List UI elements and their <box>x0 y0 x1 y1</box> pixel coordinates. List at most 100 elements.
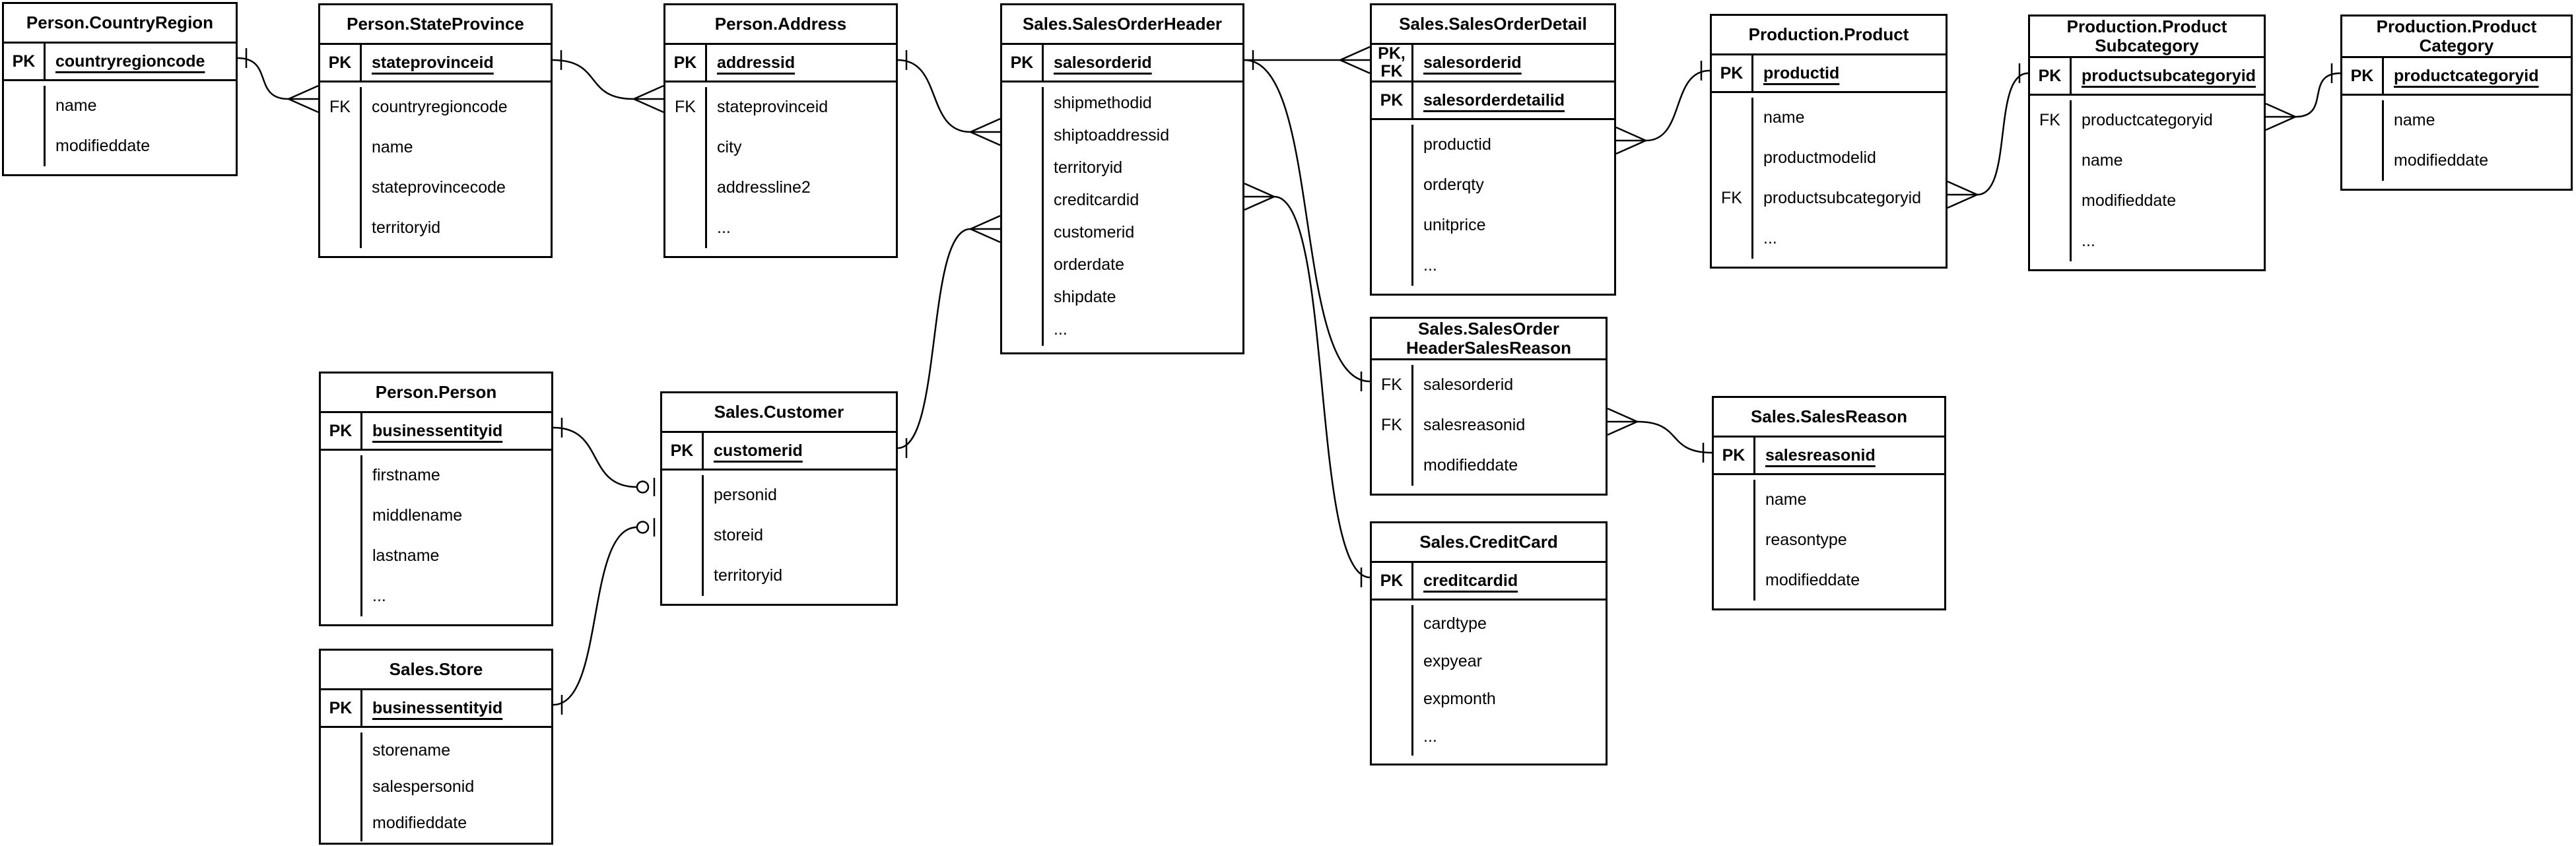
relationship-salesorderdetail-product[interactable] <box>1615 61 1711 155</box>
relationship-line[interactable] <box>237 57 289 100</box>
column-name: expyear <box>1423 652 1482 670</box>
relationship-salesorderheader-salesorderheadersalesreason[interactable] <box>1244 59 1371 391</box>
entity-title-line: Category <box>2419 36 2494 55</box>
zero-circle-marker <box>636 521 650 534</box>
key-flag-cell <box>321 805 362 841</box>
relationship-line[interactable] <box>552 59 634 100</box>
relationship-product-productsubcategory[interactable] <box>1947 63 2029 209</box>
entity-title: Production.Product <box>1712 16 1946 55</box>
crow-foot-many-marker <box>288 98 319 114</box>
column-name: businessentityid <box>372 421 503 440</box>
column-name: shiptoaddressid <box>1054 126 1170 145</box>
relationship-address-salesorderheader[interactable] <box>897 50 1001 146</box>
relationship-line[interactable] <box>897 59 971 133</box>
attribute-row-: ... <box>1712 218 1946 259</box>
column-name: salesorderid <box>1423 53 1522 72</box>
key-flag-cell <box>662 475 704 515</box>
crow-foot-many-marker <box>1339 59 1371 75</box>
column-name: stateprovinceid <box>717 98 829 116</box>
relationship-line[interactable] <box>1645 69 1711 142</box>
column-name: ... <box>717 218 731 237</box>
relationship-salesorderheader-salesorderdetail[interactable] <box>1244 46 1371 75</box>
entity-title-line: Sales.SalesOrderHeader <box>1022 14 1223 34</box>
relationship-productsubcategory-productcategory[interactable] <box>2265 63 2341 131</box>
key-flag-cell <box>1372 245 1413 286</box>
key-flag-cell <box>320 127 362 168</box>
key-flag-cell: FK <box>1372 405 1413 445</box>
key-flag-cell: FK <box>2030 100 2072 141</box>
key-flag-cell: PK <box>320 45 362 81</box>
entity-title-line: Person.StateProvince <box>347 14 524 34</box>
attribute-row-expmonth: expmonth <box>1372 680 1606 718</box>
key-flag-cell: PK <box>321 413 362 449</box>
crow-foot-many-marker <box>1244 195 1275 211</box>
relationship-line[interactable] <box>553 526 638 706</box>
key-flag-cell <box>2030 221 2072 261</box>
crow-foot-many-marker <box>1339 46 1371 61</box>
key-flag-cell <box>321 576 362 616</box>
relationship-salesorderheader-creditcard[interactable] <box>1244 182 1371 587</box>
key-flag-cell <box>321 455 362 496</box>
relationship-line[interactable] <box>553 426 638 488</box>
relationship-line[interactable] <box>1977 72 2029 196</box>
relationship-line[interactable] <box>1273 195 1371 579</box>
relationship-salesorderheadersalesreason-salesreason[interactable] <box>1607 407 1712 463</box>
column-name: salesorderid <box>1054 53 1152 72</box>
column-name: shipdate <box>1054 288 1116 306</box>
column-name: businessentityid <box>372 698 503 717</box>
attribute-row-: ... <box>1372 245 1614 286</box>
relationship-line[interactable] <box>2295 72 2341 118</box>
relationship-countryregion-stateprovince[interactable] <box>237 48 319 114</box>
key-flag-cell <box>2030 181 2072 221</box>
relationship-store-customer[interactable] <box>553 518 656 715</box>
key-flag-cell <box>321 536 362 576</box>
key-flag-cell: PK <box>1372 563 1413 599</box>
zero-circle-marker <box>636 480 650 494</box>
relationship-person-customer[interactable] <box>553 418 656 496</box>
relationship-line[interactable] <box>897 228 971 449</box>
crow-foot-many-marker <box>970 117 1001 133</box>
column-name: modifieddate <box>2082 191 2177 210</box>
relationship-customer-salesorderheader[interactable] <box>897 214 1001 458</box>
entity-title-line: HeaderSalesReason <box>1406 338 1572 358</box>
key-flag-cell <box>1002 184 1044 216</box>
column-name: ... <box>372 587 386 605</box>
relationship-stateprovince-address[interactable] <box>552 50 664 114</box>
crow-foot-many-marker <box>2265 115 2296 131</box>
column-name: lastname <box>372 546 440 565</box>
column-name: middlename <box>372 506 463 525</box>
relationship-line[interactable] <box>1637 420 1712 454</box>
column-name: productcategoryid <box>2082 111 2213 129</box>
attribute-row-orderqty: orderqty <box>1372 165 1614 205</box>
key-flag-cell <box>320 168 362 208</box>
column-name: ... <box>1423 727 1437 746</box>
attribute-row-orderdate: orderdate <box>1002 249 1242 281</box>
relationship-line[interactable] <box>1244 59 1371 383</box>
